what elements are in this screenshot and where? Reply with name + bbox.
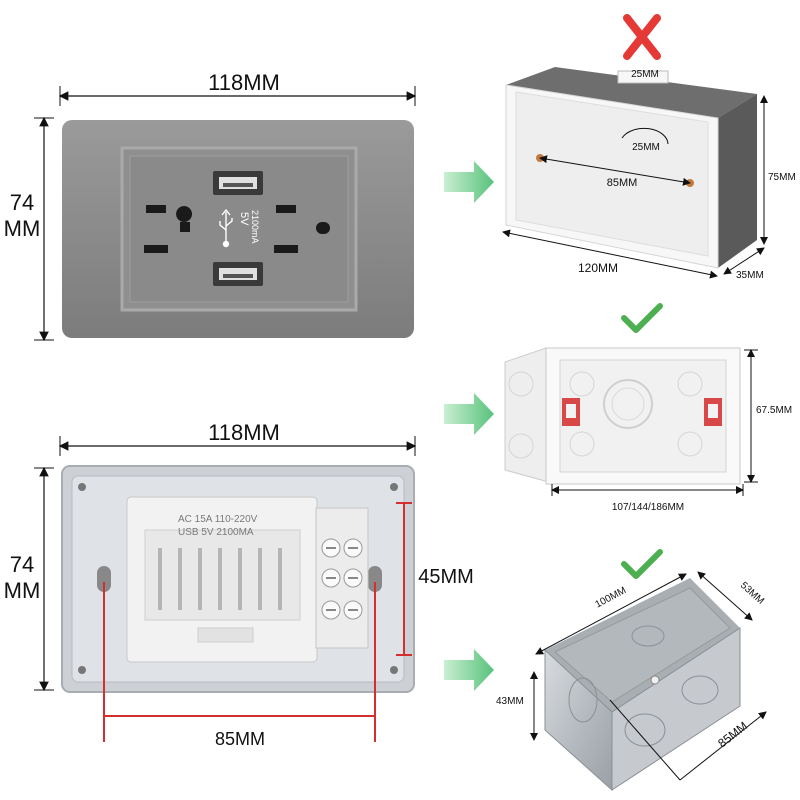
- plastic-box-figure: 67.5MM 107/144/186MM: [504, 303, 792, 513]
- hole-spacing-label: 85MM: [607, 177, 638, 189]
- mount-spacing-label: 85MM: [215, 729, 265, 749]
- inner-slot-label: 25MM: [632, 142, 660, 153]
- mount-slot-right: [368, 566, 382, 592]
- usb-port-bottom: [213, 262, 263, 286]
- plastic-box-width-label: 107/144/186MM: [612, 502, 684, 513]
- check-icon: [621, 549, 663, 579]
- box-height-label: 75MM: [768, 172, 796, 183]
- back-height-label-1: 74: [10, 552, 34, 577]
- top-slot-width-label: 25MM: [631, 69, 659, 80]
- back-plate-figure: 118MM 74 MM AC 15A 110-220V USB 5V 2100M…: [4, 420, 474, 749]
- front-height-label-2: MM: [4, 216, 41, 241]
- outlet-left: [144, 205, 193, 253]
- box-width-label: 120MM: [578, 261, 618, 275]
- front-height-label-1: 74: [10, 190, 34, 215]
- arrow-icon: [444, 393, 494, 435]
- front-width-label: 118MM: [208, 70, 280, 95]
- mount-spacing-dimension: [103, 582, 376, 742]
- metal-box-depth-label: 53MM: [738, 580, 766, 607]
- metal-box-height-label: 43MM: [496, 696, 524, 707]
- module-rating-text: AC 15A 110-220V: [178, 514, 258, 525]
- metal-box-hole-spacing-label: 85MM: [715, 719, 750, 751]
- terminal-block: [315, 507, 369, 649]
- back-height-label-2: MM: [4, 578, 41, 603]
- module-height-dimension: [396, 502, 412, 656]
- usb-rating-voltage: 5V: [238, 212, 250, 226]
- mount-slot-left: [97, 566, 111, 592]
- box-depth-label: 35MM: [736, 270, 764, 281]
- cross-icon: [623, 14, 661, 60]
- outlet-right: [274, 205, 330, 253]
- module-usb-text: USB 5V 2100MA: [178, 527, 254, 538]
- usb-rating-current: 2100mA: [250, 210, 260, 244]
- metal-box-length-label: 100MM: [594, 585, 629, 610]
- arrow-icon: [444, 649, 494, 691]
- check-icon: [621, 303, 663, 333]
- usb-symbol-icon: [219, 208, 233, 248]
- metal-box-figure: 100MM 53MM 43MM 85MM: [496, 549, 767, 792]
- plastic-box-height-label: 67.5MM: [756, 405, 792, 416]
- incompatible-box-figure: 25MM 25MM 85MM 120MM 75MM 35MM: [502, 14, 796, 281]
- usb-port-top: [213, 171, 263, 195]
- front-plate-figure: 118MM 74 MM: [4, 70, 417, 342]
- back-width-label: 118MM: [208, 420, 280, 445]
- module-height-label: 45MM: [418, 566, 474, 588]
- arrow-icon: [444, 161, 494, 203]
